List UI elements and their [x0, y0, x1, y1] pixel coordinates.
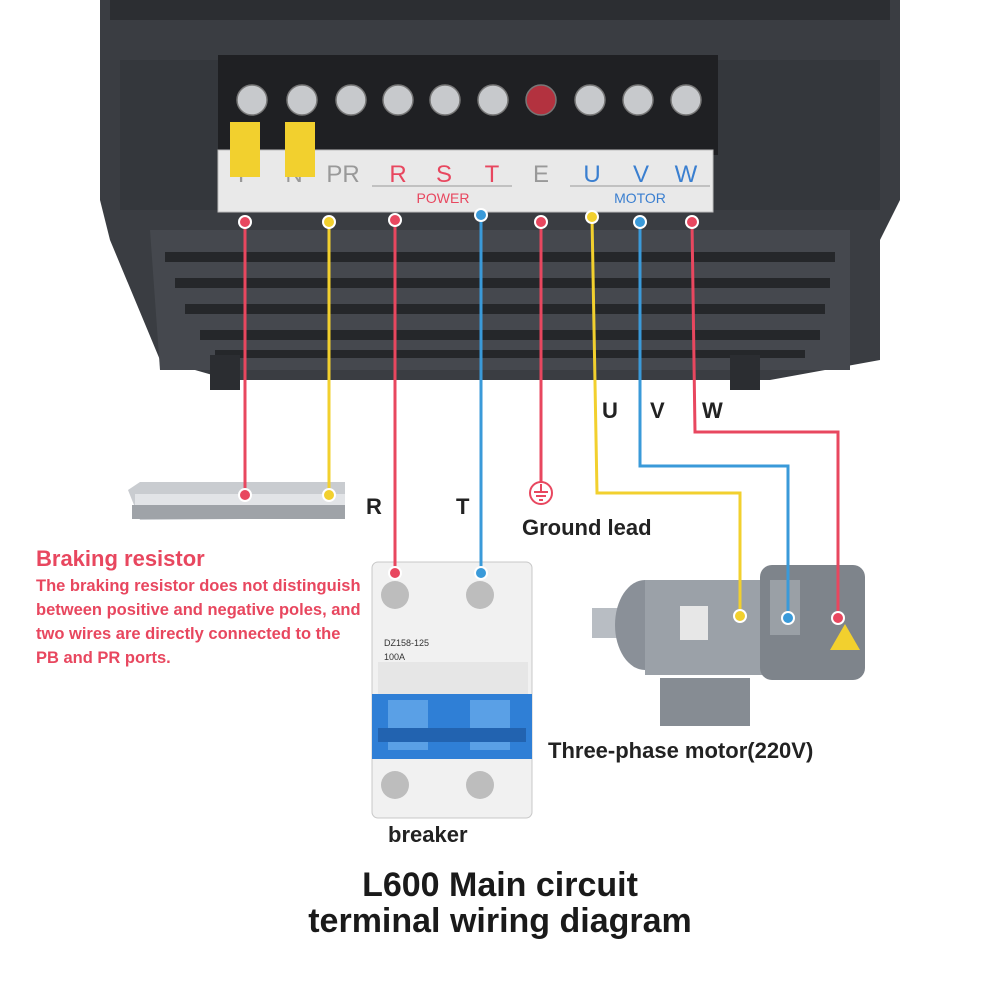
terminal-letter-pr: PR — [326, 161, 359, 188]
terminal-letter-u: U — [583, 161, 600, 188]
wire-w — [690, 221, 840, 618]
terminal-letter-w: W — [675, 161, 698, 188]
braking-resistor-title: Braking resistor — [36, 546, 205, 571]
terminal-screw-2 — [335, 84, 367, 116]
terminal-letter-r: R — [389, 161, 406, 188]
circuit-breaker: DZ158-125 100A — [371, 561, 533, 819]
terminal-screw-3 — [382, 84, 414, 116]
wire-label-t: T — [456, 494, 470, 519]
wire-u — [590, 216, 742, 616]
terminal-letter-v: V — [633, 161, 649, 188]
wire-label-u: U — [602, 398, 618, 423]
diagram-title-line2: terminal wiring diagram — [308, 902, 692, 940]
terminal-screw-4 — [429, 84, 461, 116]
braking-resistor — [128, 482, 345, 520]
terminal-screw-9 — [670, 84, 702, 116]
diagram-title-line1: L600 Main circuit — [362, 866, 638, 904]
motor-label: MOTOR — [614, 190, 666, 206]
terminal-screw-1 — [286, 84, 318, 116]
motor-label: Three-phase motor(220V) — [548, 738, 814, 763]
warning-tag-1 — [230, 122, 260, 177]
three-phase-motor — [592, 565, 865, 726]
wires — [243, 215, 840, 618]
terminal-screw-7 — [574, 84, 606, 116]
terminal-screw-6 — [525, 84, 557, 116]
ground-lead-label: Ground lead — [522, 515, 652, 540]
terminal-screw-0 — [236, 84, 268, 116]
vent-slots — [165, 252, 835, 358]
terminal-block: PNPRRSTEUVW POWER MOTOR — [217, 55, 718, 213]
warning-triangle-icon — [830, 624, 860, 650]
wire-v — [638, 222, 790, 618]
terminal-letter-t: T — [485, 161, 500, 188]
ground-icon — [529, 481, 553, 505]
terminal-letter-s: S — [436, 161, 452, 188]
warning-tag-2 — [285, 122, 315, 177]
wire-label-v: V — [650, 398, 665, 423]
wire-label-w: W — [702, 398, 723, 423]
terminal-screw-5 — [477, 84, 509, 116]
power-label: POWER — [417, 190, 470, 206]
breaker-model: DZ158-125 — [384, 638, 429, 648]
breaker-label: breaker — [388, 822, 468, 847]
wire-label-r: R — [366, 494, 382, 519]
terminal-screw-8 — [622, 84, 654, 116]
braking-resistor-description: The braking resistor does not distinguis… — [36, 577, 361, 667]
terminal-letter-e: E — [533, 161, 549, 188]
wire-dots — [238, 208, 845, 625]
breaker-rating: 100A — [384, 652, 405, 662]
